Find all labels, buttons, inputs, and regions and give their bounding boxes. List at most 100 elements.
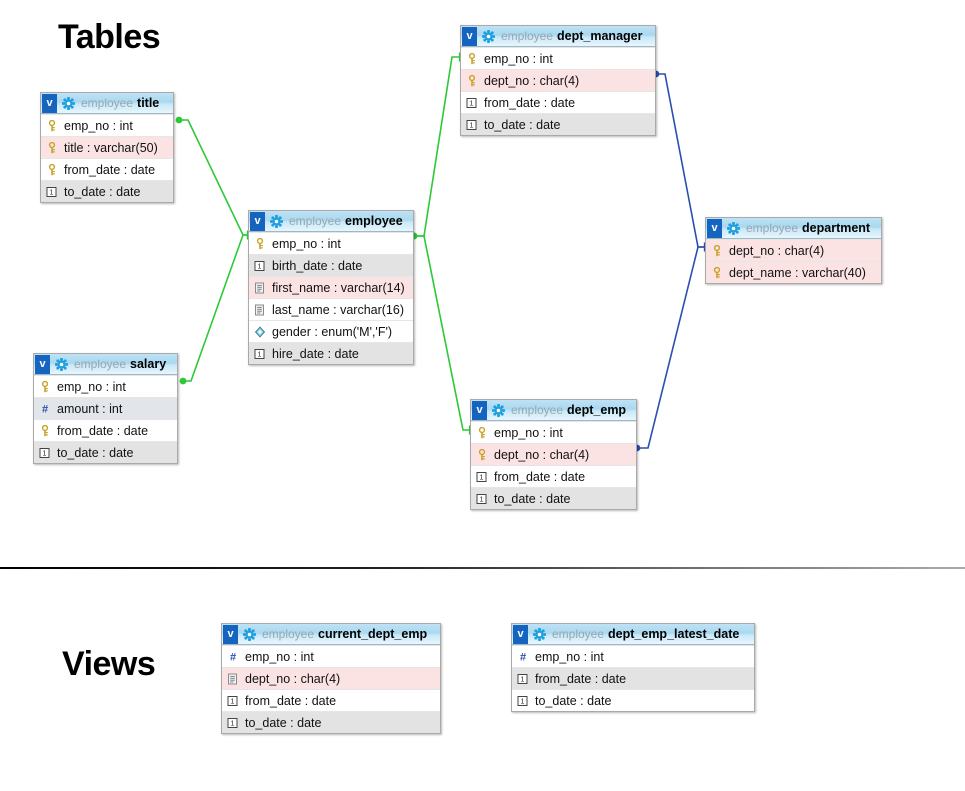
- gear-icon: [480, 27, 496, 46]
- date-icon: 1: [475, 470, 489, 484]
- column-row[interactable]: from_date : date: [34, 419, 177, 441]
- gear-icon: [490, 401, 506, 420]
- column-row[interactable]: first_name : varchar(14): [249, 276, 413, 298]
- entity-schema-label: employee: [289, 214, 342, 228]
- column-row[interactable]: emp_no : int: [41, 114, 173, 136]
- entity-name-label: employee: [345, 214, 403, 228]
- column-label: dept_no : char(4): [484, 73, 580, 88]
- relation-endpoint-dot: [175, 116, 183, 124]
- relation-employee-dept_emp[interactable]: [410, 232, 472, 435]
- column-label: hire_date : date: [272, 346, 359, 361]
- entity-name-label: title: [137, 96, 160, 110]
- column-row[interactable]: dept_no : char(4): [706, 239, 881, 261]
- column-row[interactable]: dept_no : char(4): [471, 443, 636, 465]
- view-badge-icon: v: [35, 354, 50, 374]
- entity-name-label: dept_emp_latest_date: [608, 627, 740, 641]
- column-label: emp_no : int: [57, 379, 126, 394]
- column-row[interactable]: title : varchar(50): [41, 136, 173, 158]
- entity-schema-label: employee: [501, 29, 554, 43]
- column-row[interactable]: emp_no : int: [249, 232, 413, 254]
- key-icon: [38, 380, 52, 394]
- column-label: to_date : date: [484, 117, 561, 132]
- column-row[interactable]: #amount : int: [34, 397, 177, 419]
- relation-salary-employee[interactable]: [179, 230, 250, 385]
- date-icon: 1: [516, 694, 530, 708]
- svg-text:#: #: [230, 651, 236, 662]
- column-row[interactable]: last_name : varchar(16): [249, 298, 413, 320]
- gear-icon: [268, 212, 284, 231]
- column-row[interactable]: from_date : date: [41, 158, 173, 180]
- text-icon: [253, 303, 267, 317]
- column-label: title : varchar(50): [64, 140, 158, 155]
- column-row[interactable]: 1 to_date : date: [461, 113, 655, 135]
- column-row[interactable]: dept_name : varchar(40): [706, 261, 881, 283]
- relation-endpoint-dot: [179, 377, 187, 385]
- svg-text:1: 1: [470, 122, 474, 129]
- column-label: from_date : date: [535, 671, 627, 686]
- relation-employee-dept_manager[interactable]: [410, 52, 462, 240]
- column-row[interactable]: emp_no : int: [471, 421, 636, 443]
- gear-icon: [725, 219, 741, 238]
- column-row[interactable]: dept_no : char(4): [461, 69, 655, 91]
- view-badge-icon: v: [462, 26, 477, 46]
- column-row[interactable]: #emp_no : int: [222, 645, 440, 667]
- number-icon: #: [226, 650, 240, 664]
- svg-text:1: 1: [521, 676, 525, 683]
- column-label: from_date : date: [484, 95, 576, 110]
- relation-title-employee[interactable]: [175, 116, 250, 240]
- svg-text:1: 1: [231, 698, 235, 705]
- column-row[interactable]: #emp_no : int: [512, 645, 754, 667]
- key-icon: [475, 448, 489, 462]
- key-icon: [475, 426, 489, 440]
- column-row[interactable]: 1 from_date : date: [512, 667, 754, 689]
- date-icon: 1: [226, 716, 240, 730]
- view-badge-icon: v: [472, 400, 487, 420]
- text-icon: [253, 281, 267, 295]
- column-label: from_date : date: [64, 162, 156, 177]
- column-label: to_date : date: [494, 491, 571, 506]
- date-icon: 1: [45, 185, 59, 199]
- column-label: from_date : date: [245, 693, 337, 708]
- column-row[interactable]: 1 from_date : date: [222, 689, 440, 711]
- gear-icon: [60, 94, 76, 113]
- column-row[interactable]: gender : enum('M','F'): [249, 320, 413, 342]
- column-row[interactable]: dept_no : char(4): [222, 667, 440, 689]
- column-label: emp_no : int: [484, 51, 553, 66]
- column-row[interactable]: emp_no : int: [34, 375, 177, 397]
- entity-name-label: current_dept_emp: [318, 627, 428, 641]
- entity-schema-label: employee: [81, 96, 134, 110]
- svg-text:1: 1: [521, 698, 525, 705]
- column-label: emp_no : int: [535, 649, 604, 664]
- column-row[interactable]: emp_no : int: [461, 47, 655, 69]
- key-icon: [253, 237, 267, 251]
- relation-dept_manager-department[interactable]: [652, 70, 707, 252]
- date-icon: 1: [253, 259, 267, 273]
- relation-dept_emp-department[interactable]: [633, 242, 707, 452]
- column-label: dept_no : char(4): [245, 671, 341, 686]
